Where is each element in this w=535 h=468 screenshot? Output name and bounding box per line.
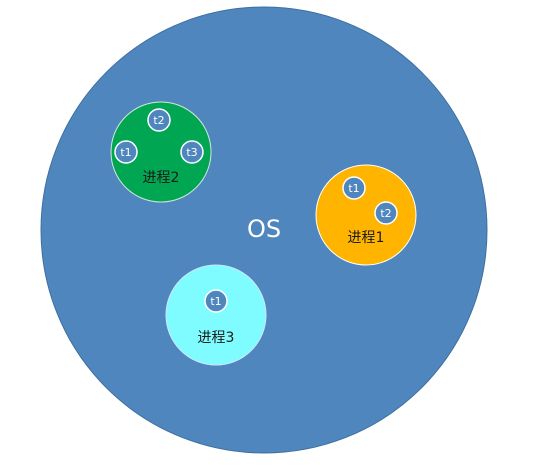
process-1-label: 进程1	[348, 230, 385, 246]
thread-t3-label: t3	[186, 146, 197, 159]
thread-t1-label: t1	[348, 182, 359, 195]
process-3: 进程3 t1	[165, 264, 267, 366]
thread-t1-circle	[342, 176, 366, 200]
thread-t1-label: t1	[210, 295, 221, 308]
thread-t1-label: t1	[120, 146, 131, 159]
thread-t2-label: t2	[380, 207, 391, 220]
process-2-label: 进程2	[143, 170, 180, 186]
thread-t2: t2	[147, 108, 171, 132]
process-1: 进程1 t1 t2	[315, 164, 417, 266]
thread-t2-label: t2	[153, 114, 164, 127]
thread-t2: t2	[374, 201, 398, 225]
thread-t2-circle	[147, 108, 171, 132]
thread-t3-circle	[180, 140, 204, 164]
thread-t2-circle	[374, 201, 398, 225]
thread-t1: t1	[114, 140, 138, 164]
process-3-label: 进程3	[198, 330, 235, 346]
thread-t1-circle	[114, 140, 138, 164]
process-1-circle	[315, 164, 417, 266]
thread-t1: t1	[204, 289, 228, 313]
thread-t3: t3	[180, 140, 204, 164]
process-3-circle	[165, 264, 267, 366]
thread-t1: t1	[342, 176, 366, 200]
process-2-circle	[110, 101, 212, 203]
os-label: OS	[247, 215, 281, 243]
process-2: 进程2 t2 t1 t3	[110, 101, 212, 203]
thread-t1-circle	[204, 289, 228, 313]
